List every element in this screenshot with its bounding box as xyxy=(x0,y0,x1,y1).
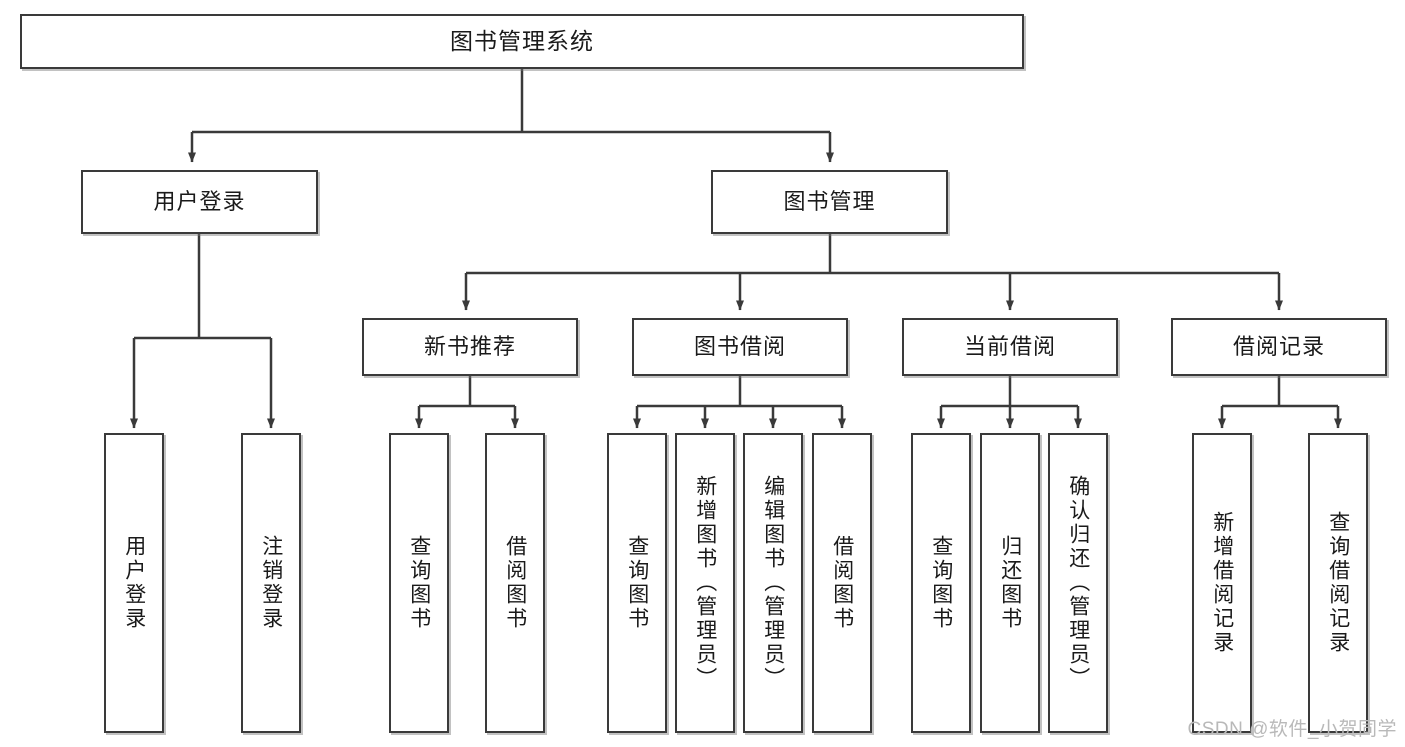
node-leaf-query-book-recommend[interactable]: 查询图书 xyxy=(389,433,449,733)
node-label: 确认归还（管理员） xyxy=(1066,475,1090,691)
node-leaf-add-borrow-record[interactable]: 新增借阅记录 xyxy=(1192,433,1252,733)
node-leaf-query-book-borrow[interactable]: 查询图书 xyxy=(607,433,667,733)
node-leaf-borrow-book[interactable]: 借阅图书 xyxy=(812,433,872,733)
node-label: 借阅记录 xyxy=(1232,334,1325,360)
node-root-system[interactable]: 图书管理系统 xyxy=(20,14,1024,69)
node-new-book-recommend[interactable]: 新书推荐 xyxy=(362,318,578,376)
node-label: 查询借阅记录 xyxy=(1326,511,1350,655)
node-borrow-record[interactable]: 借阅记录 xyxy=(1171,318,1387,376)
node-label: 用户登录 xyxy=(153,189,246,215)
node-label: 查询图书 xyxy=(929,535,953,631)
csdn-watermark: CSDN @软件_小贺同学 xyxy=(1187,719,1397,740)
node-label: 编辑图书（管理员） xyxy=(761,475,785,691)
node-label: 图书借阅 xyxy=(693,334,786,360)
node-label: 新增借阅记录 xyxy=(1210,511,1234,655)
node-label: 查询图书 xyxy=(625,535,649,631)
node-leaf-query-book-current[interactable]: 查询图书 xyxy=(911,433,971,733)
node-label: 图书管理系统 xyxy=(450,28,594,55)
node-label: 新书推荐 xyxy=(423,334,516,360)
node-book-borrow[interactable]: 图书借阅 xyxy=(632,318,848,376)
node-leaf-logout-login[interactable]: 注销登录 xyxy=(241,433,301,733)
node-book-manage[interactable]: 图书管理 xyxy=(711,170,948,234)
node-leaf-add-book[interactable]: 新增图书（管理员） xyxy=(675,433,735,733)
node-label: 查询图书 xyxy=(407,535,431,631)
node-label: 归还图书 xyxy=(998,535,1022,631)
node-leaf-user-login[interactable]: 用户登录 xyxy=(104,433,164,733)
node-label: 当前借阅 xyxy=(963,334,1056,360)
node-label: 新增图书（管理员） xyxy=(693,475,717,691)
node-leaf-query-borrow-record[interactable]: 查询借阅记录 xyxy=(1308,433,1368,733)
node-leaf-return-book[interactable]: 归还图书 xyxy=(980,433,1040,733)
node-current-borrow[interactable]: 当前借阅 xyxy=(902,318,1118,376)
node-label: 借阅图书 xyxy=(830,535,854,631)
node-label: 借阅图书 xyxy=(503,535,527,631)
node-label: 注销登录 xyxy=(259,535,283,631)
node-leaf-confirm-return[interactable]: 确认归还（管理员） xyxy=(1048,433,1108,733)
node-leaf-borrow-book-recommend[interactable]: 借阅图书 xyxy=(485,433,545,733)
node-user-login[interactable]: 用户登录 xyxy=(81,170,318,234)
node-label: 用户登录 xyxy=(122,535,146,631)
node-leaf-edit-book[interactable]: 编辑图书（管理员） xyxy=(743,433,803,733)
node-label: 图书管理 xyxy=(783,189,876,215)
